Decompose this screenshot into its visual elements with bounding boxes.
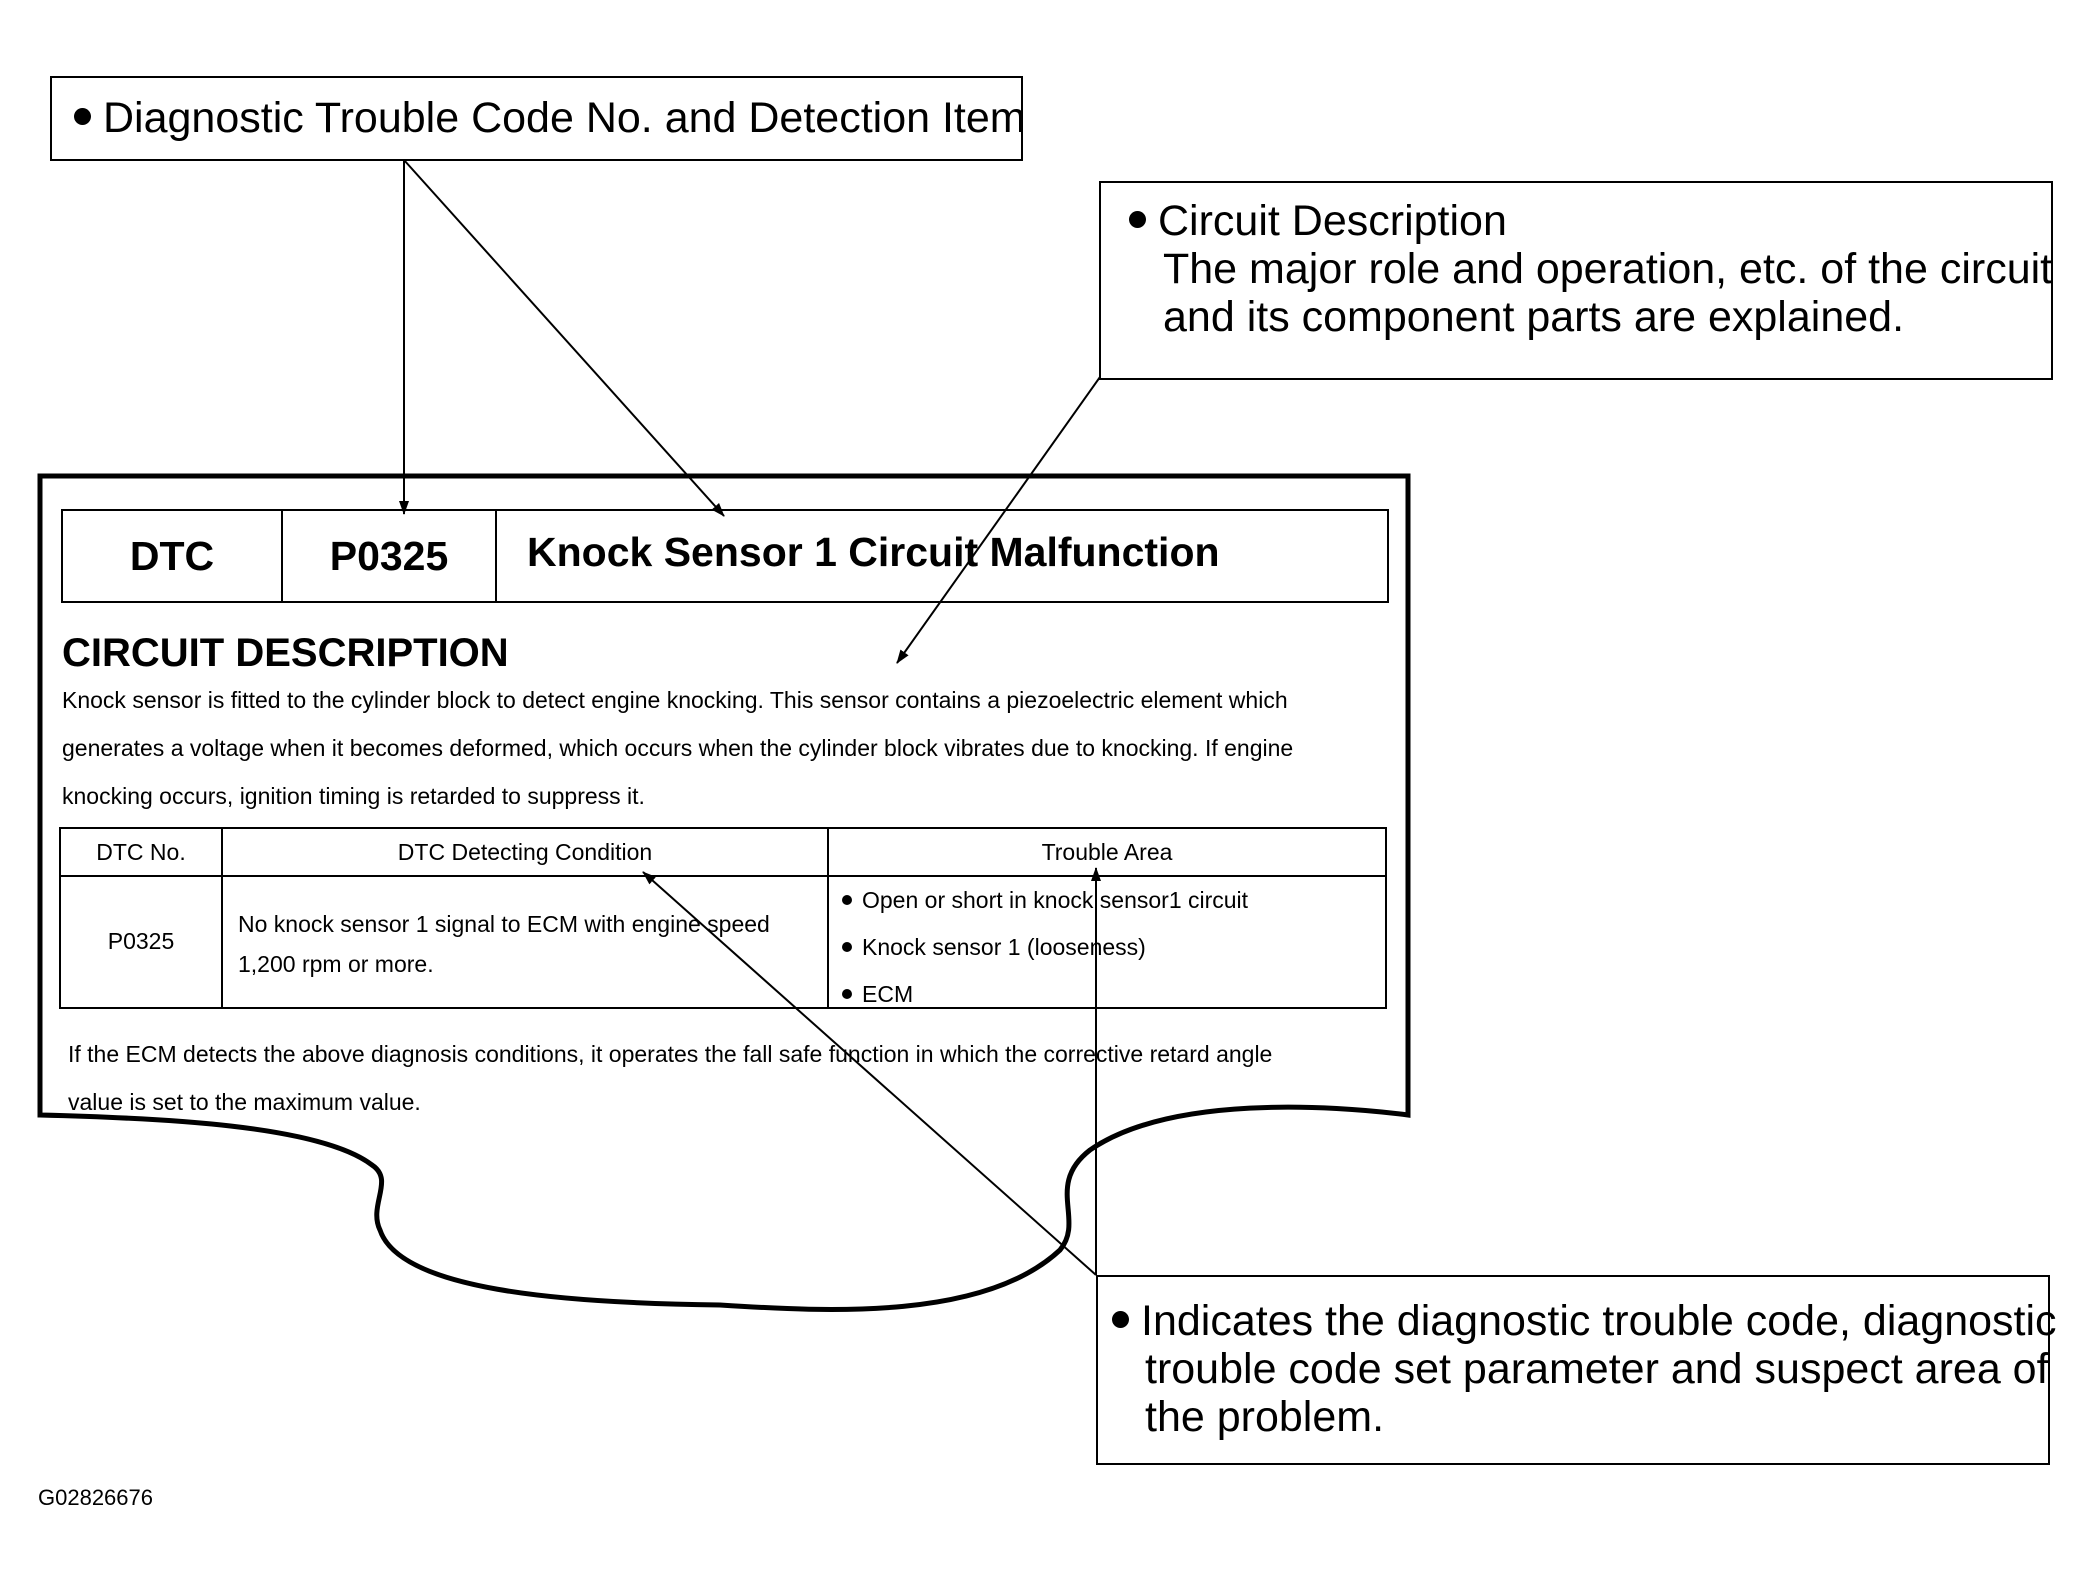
dtc-header-box [61,509,1389,603]
bullet-icon [842,894,852,905]
callout-circuit-description: Circuit Description The major role and o… [1099,181,2053,380]
callout-indicates-line2: trouble code set parameter and suspect a… [1145,1345,2049,1393]
section-title: CIRCUIT DESCRIPTION [62,631,509,675]
callout-circuit-title: Circuit Description [1158,197,1507,245]
figure-id: G02826676 [38,1485,153,1510]
table-header-trouble-area: Trouble Area [1041,839,1173,865]
dtc-label: DTC [129,533,215,579]
trouble-area-item: Open or short in knock sensor1 circuit [842,886,1248,914]
callout-dtc-item-text: Diagnostic Trouble Code No. and Detectio… [103,94,1026,142]
table-header-dtc-no: DTC No. [96,839,186,865]
callout-circuit-line1: The major role and operation, etc. of th… [1163,245,2053,293]
bullet-icon [842,988,852,999]
footer-line: value is set to the maximum value. [68,1089,421,1115]
table-cell-condition-line: 1,200 rpm or more. [238,951,434,977]
dtc-table-border [59,827,1387,1009]
bullet-icon [74,108,91,126]
trouble-area-item: ECM [842,980,913,1008]
description-line: generates a voltage when it becomes defo… [62,735,1294,761]
callout-indicates-line1: Indicates the diagnostic trouble code, d… [1141,1297,2057,1345]
document-sheet-outline [37,473,1411,1312]
trouble-area-item: Knock sensor 1 (looseness) [842,933,1146,961]
callout-dtc-item: Diagnostic Trouble Code No. and Detectio… [50,76,1026,161]
dtc-code: P0325 [329,533,449,579]
arrow-to-detecting-condition [642,871,1097,1276]
arrow-to-circuit-description [896,376,1101,664]
bullet-icon [842,941,852,952]
callout-indicates-dtc: Indicates the diagnostic trouble code, d… [1096,1275,2057,1465]
bullet-icon [1112,1311,1129,1329]
table-cell-code: P0325 [107,928,175,954]
dtc-title: Knock Sensor 1 Circuit Malfunction [527,529,1220,575]
bullet-icon [1129,211,1146,229]
footer-line: If the ECM detects the above diagnosis c… [68,1041,1273,1067]
callout-indicates-line3: the problem. [1145,1393,1385,1441]
arrow-to-title [403,159,725,517]
description-line: Knock sensor is fitted to the cylinder b… [62,687,1288,713]
table-header-condition: DTC Detecting Condition [397,839,653,865]
callout-circuit-line2: and its component parts are explained. [1163,293,1905,341]
description-line: knocking occurs, ignition timing is reta… [62,783,645,809]
table-cell-condition-line: No knock sensor 1 signal to ECM with eng… [238,911,770,937]
